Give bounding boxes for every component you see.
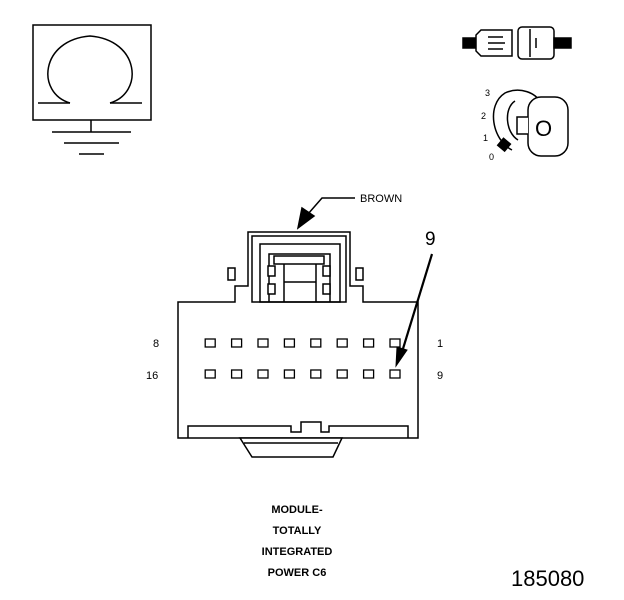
pin-cavity-8 [204,338,216,348]
row-label-bottom-left: 16 [146,370,159,382]
pin-cavity-15 [230,369,243,379]
ignition-key-icon [492,89,569,157]
key-marking: O [535,116,553,141]
caption-line: MODULE- [271,504,323,516]
pin-cavity-4 [310,338,322,348]
pin-cavity-2 [362,338,375,348]
row-label-top-left: 8 [153,338,160,350]
pin9-arrow [395,253,434,368]
caption-line: POWER C6 [267,567,327,579]
connector-side-icon [462,26,572,60]
caption-line: TOTALLY [272,525,322,537]
pin-cavity-12 [310,369,322,379]
module-caption: MODULE- TOTALLY INTEGRATED POWER C6 [212,500,382,584]
pin-cavity-10 [362,369,375,379]
connector-housing [177,231,419,458]
row-label-bottom-right: 9 [437,370,444,382]
key-position-1: 1 [483,133,489,143]
key-position-0: 0 [489,152,495,162]
pin-cavity-16 [204,369,216,379]
ground-omega-icon [32,24,152,155]
wire-color-label: BROWN [360,193,403,205]
pin-grid [204,338,401,379]
figure-number: 185080 [511,566,585,591]
pin-cavity-14 [257,369,269,379]
pin-cavity-9 [389,369,401,379]
pin-cavity-11 [336,369,348,379]
brown-leader [296,197,355,230]
pin-callout-label: 9 [425,229,436,250]
row-label-top-right: 1 [437,338,444,350]
caption-line: INTEGRATED [261,546,333,558]
pin-cavity-6 [257,338,269,348]
pin-cavity-13 [283,369,296,379]
key-position-2: 2 [481,111,487,121]
pin-cavity-3 [336,338,348,348]
pin-cavity-5 [283,338,296,348]
key-position-3: 3 [485,88,491,98]
pin-cavity-7 [230,338,243,348]
pin-cavity-1 [389,338,401,348]
